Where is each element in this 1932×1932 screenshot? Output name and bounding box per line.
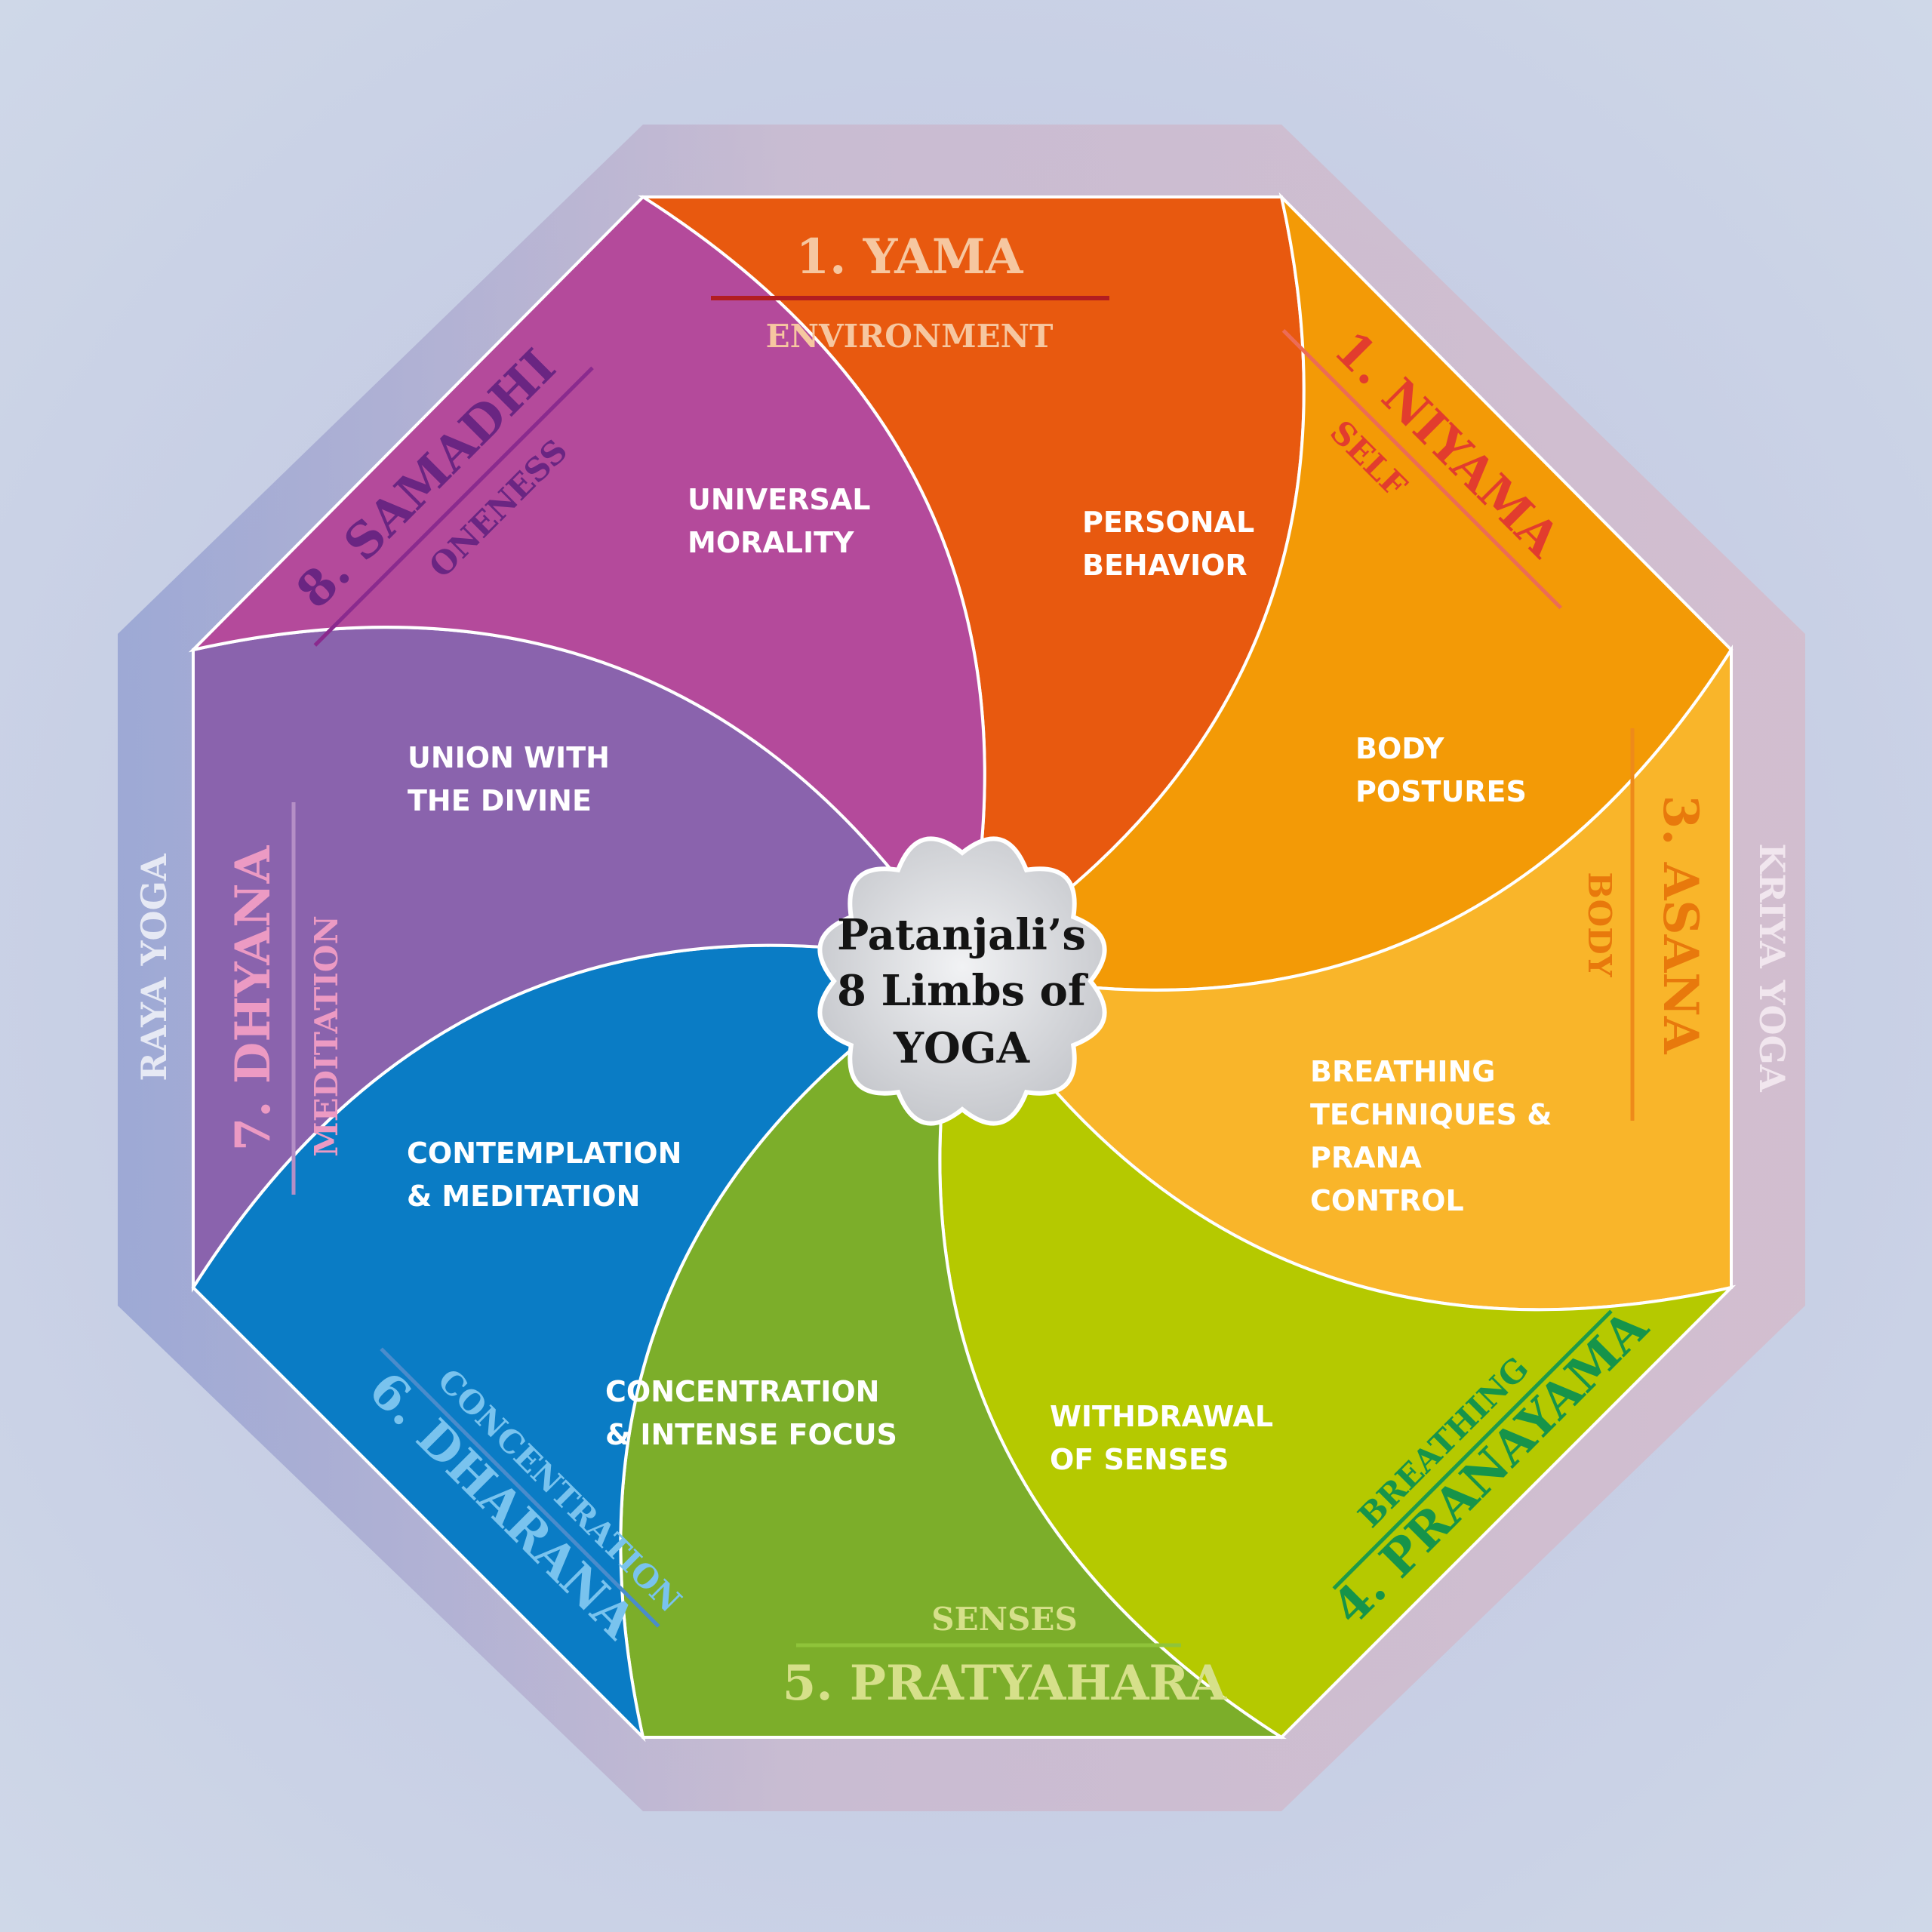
desc-pranayama-1: BREATHING [1310,1055,1496,1088]
limb-slices [188,192,1737,1743]
desc-yama-2: MORALITY [688,526,854,559]
limb-descriptions: UNIVERSAL MORALITY PERSONAL BEHAVIOR BOD… [407,483,1552,1476]
desc-samadhi-1: UNION WITH [408,741,610,774]
desc-pranayama-3: PRANA [1310,1141,1422,1174]
limb-sub-asana: BODY [1581,872,1618,977]
limb-sub-dhyana: MEDITATION [308,915,345,1157]
desc-pratyahara-2: OF SENSES [1050,1443,1229,1476]
limb-slice-samadhi [188,195,986,972]
desc-pratyahara-1: WITHDRAWAL [1050,1400,1273,1433]
limb-name-yama: 1. YAMA [796,229,1024,285]
divider [380,1347,660,1628]
limb-name-dhyana: 7. DHYANA [225,844,281,1151]
desc-dharana-2: & INTENSE FOCUS [605,1418,897,1451]
raya-yoga-label: RAYA YOGA [134,853,174,1081]
title-line-3: YOGA [893,1023,1031,1073]
desc-niyama-2: BEHAVIOR [1082,549,1247,582]
desc-asana-1: BODY [1355,732,1444,765]
desc-pranayama-2: TECHNIQUES & [1310,1098,1552,1131]
desc-dhyana-1: CONTEMPLATION [407,1137,681,1170]
desc-asana-2: POSTURES [1355,775,1527,808]
limb-name-pratyahara: 5. PRATYAHARA [783,1655,1228,1712]
limb-name-asana: 3. ASANA [1652,795,1709,1055]
desc-dharana-1: CONCENTRATION [605,1375,879,1408]
divider [313,366,594,647]
divider [1281,329,1562,610]
title-line-2: 8 Limbs of [837,966,1089,1016]
desc-yama-1: UNIVERSAL [688,483,870,516]
divider [1332,1309,1613,1590]
desc-pranayama-4: CONTROL [1310,1184,1464,1217]
desc-samadhi-2: THE DIVINE [408,784,592,817]
limb-sub-pratyahara: SENSES [931,1601,1077,1638]
kriya-yoga-label: KRIYA YOGA [1752,843,1792,1093]
title-line-1: Patanjali’s [837,910,1086,960]
limb-sub-yama: ENVIRONMENT [766,318,1054,355]
center-lotus-badge [817,836,1107,1126]
desc-dhyana-2: & MEDITATION [407,1180,640,1213]
desc-niyama-1: PERSONAL [1082,506,1254,539]
